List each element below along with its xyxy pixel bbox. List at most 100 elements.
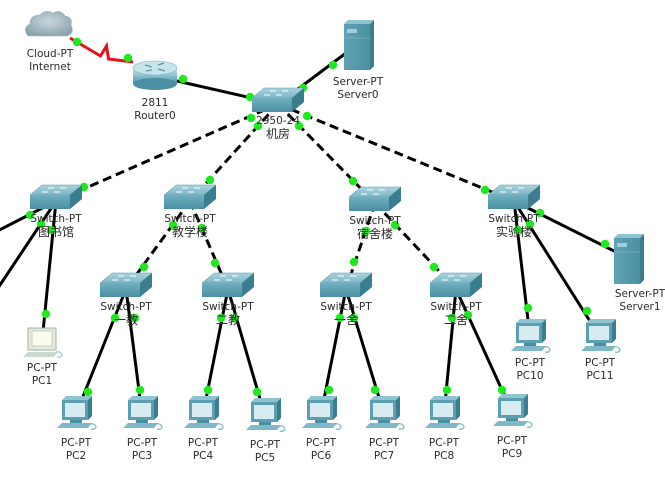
port-status-pc9 [497,385,507,395]
port-status-sw_lab [513,225,523,235]
device-name[interactable]: PC10 [516,370,544,382]
device-model: PC-PT [60,437,92,449]
pc-pc6-icon[interactable] [302,396,342,430]
device-model: PC-PT [126,437,158,449]
switch-sw_d1-icon[interactable] [319,272,373,297]
device-name[interactable]: PC5 [254,452,276,464]
device-model: Switch-PT [488,213,540,225]
server-server0-icon[interactable] [344,20,374,70]
device-name[interactable]: 宿舍楼 [356,227,393,241]
port-status-sw_t2 [210,258,220,268]
switch-sw_dorm-icon[interactable] [348,186,402,211]
switch-sw_lib-icon[interactable] [29,184,83,209]
port-status-sw_lib [25,210,35,220]
server-server1-icon[interactable] [614,234,644,284]
port-status-core [302,111,312,121]
link-sw_lab-to-pc10[interactable] [512,200,532,338]
pc-pc5-icon[interactable] [246,398,286,432]
pc-pc11-icon[interactable] [581,319,621,353]
device-model: Server-PT [332,76,384,88]
router-router0-icon[interactable] [132,60,178,90]
pc-pc4-icon[interactable] [184,396,224,430]
device-name[interactable]: PC2 [65,450,87,462]
link-sw_lib-to-pc1[interactable] [40,200,58,343]
port-status-sw_lab [535,208,545,218]
port-status-sw_t2 [216,313,226,323]
device-name[interactable]: Server0 [337,89,379,101]
cloud-internet-icon[interactable] [25,11,73,37]
port-status-sw_lib [46,225,56,235]
switch-sw_teach-icon[interactable] [163,184,217,209]
device-name[interactable]: PC7 [373,450,395,462]
pc-pc9-icon[interactable] [493,394,533,428]
pc-pc1-icon[interactable] [23,327,63,358]
device-name[interactable]: Router0 [134,110,176,122]
port-status-pc7 [370,385,380,395]
device-model: PC-PT [187,437,219,449]
device-model: PC-PT [249,439,281,451]
port-status-sw_lib [36,219,46,229]
link-core-to-sw_lab[interactable] [277,102,515,203]
device-model: PC-PT [26,362,58,374]
link-sw_teach-to-sw_t2[interactable] [188,200,230,290]
device-name[interactable]: PC9 [501,448,523,460]
topology-canvas[interactable] [0,0,648,486]
device-name[interactable]: 二教 [215,313,240,327]
device-name[interactable]: 二舍 [443,313,468,327]
device-name[interactable]: PC11 [586,370,614,382]
switch-sw_t2-icon[interactable] [201,272,255,297]
link-core-to-sw_teach[interactable] [188,102,280,203]
device-name[interactable]: PC3 [131,450,153,462]
link-sw_d1-to-pc6[interactable] [319,288,348,415]
port-status-sw_teach [168,220,178,230]
device-name[interactable]: 实验楼 [495,225,532,239]
port-status-sw_dorm [348,176,358,186]
nodes-layer [23,11,644,432]
link-internet-to-router0[interactable] [69,36,134,64]
device-name[interactable]: 图书馆 [37,225,74,239]
link-core-to-sw_lib[interactable] [55,102,279,203]
port-status-pc4 [203,385,213,395]
port-status-sw_t2 [230,313,240,323]
device-name[interactable]: Server1 [619,301,661,313]
pc-pc8-icon[interactable] [425,396,465,430]
device-name[interactable]: Internet [29,61,71,73]
device-model: Switch-PT [202,301,254,313]
device-name[interactable]: PC1 [31,375,53,387]
pc-pc10-icon[interactable] [511,319,551,353]
link-sw_lib-to-offscreen_b[interactable] [0,200,58,300]
switch-sw_lab-icon[interactable] [487,184,541,209]
device-model: PC-PT [368,437,400,449]
port-status-pc1 [41,309,51,319]
link-core-to-sw_dorm[interactable] [276,102,377,205]
switch-core-icon[interactable] [251,87,305,112]
port-status-sw_d1 [349,257,359,267]
port-status-pc6 [324,385,334,395]
device-name[interactable]: 教学楼 [171,225,208,239]
device-name[interactable]: 一舍 [333,313,358,327]
device-name[interactable]: 机房 [265,127,290,141]
device-name[interactable]: PC6 [310,450,332,462]
link-sw_lab-to-server1[interactable] [513,199,629,260]
device-name[interactable]: PC4 [192,450,214,462]
pc-pc3-icon[interactable] [123,396,163,430]
port-status-pc10 [523,303,533,313]
pc-pc2-icon[interactable] [57,396,97,430]
device-name[interactable]: 一教 [113,313,138,327]
switch-sw_t1-icon[interactable] [99,272,153,297]
pc-pc7-icon[interactable] [365,396,405,430]
port-status-core [246,113,256,123]
switch-sw_d2-icon[interactable] [429,272,483,297]
device-model: PC-PT [584,357,616,369]
device-name[interactable]: PC8 [433,450,455,462]
